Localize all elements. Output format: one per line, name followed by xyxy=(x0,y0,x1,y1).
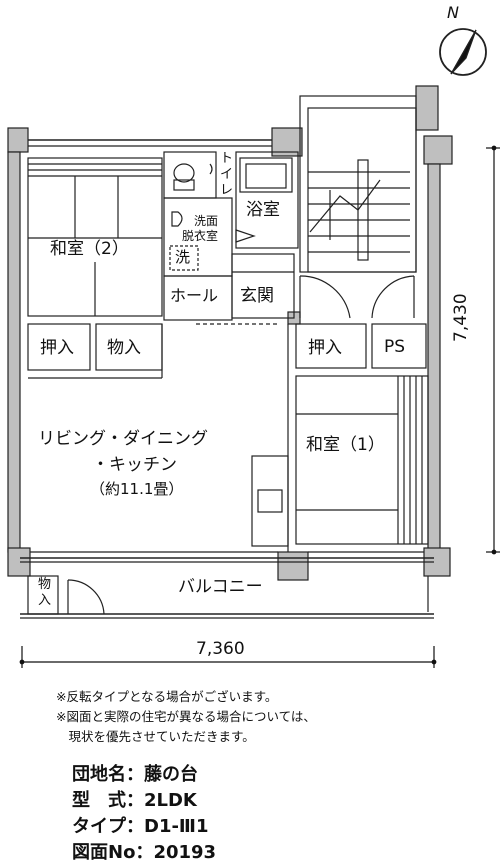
ps-label: PS xyxy=(384,337,406,357)
info-row-danchi: 団地名：藤の台 xyxy=(72,760,198,786)
balcony-label: バルコニー xyxy=(178,577,263,597)
entrance-label: 玄関 xyxy=(240,286,274,306)
dimension-lines xyxy=(19,145,500,668)
north-label: N xyxy=(447,3,459,22)
info-value: 2LDK xyxy=(144,790,197,811)
washitsu-1-label: 和室（1） xyxy=(306,435,385,455)
bathtub-icon xyxy=(235,151,299,249)
toilet-label-3: レ xyxy=(220,183,234,198)
washroom-label-2: 脱衣室 xyxy=(182,229,219,243)
washitsu-2-label: 和室（2） xyxy=(50,239,129,259)
closet-right-label: 押入 xyxy=(308,338,342,358)
closet-left-1-label: 押入 xyxy=(40,338,74,358)
info-value: D1-Ⅲ1 xyxy=(144,816,209,837)
balcony-storage-label-2: 入 xyxy=(38,593,52,608)
toilet-icon xyxy=(163,151,217,199)
washer-icon xyxy=(169,245,199,271)
compass-icon xyxy=(439,28,487,76)
stairwell xyxy=(299,95,417,273)
info-row-subtype: タイプ：D1-Ⅲ1 xyxy=(72,812,208,838)
width-dimension: 7,360 xyxy=(196,639,245,659)
info-value: 20193 xyxy=(153,842,217,863)
toilet-label-1: ト xyxy=(220,151,234,166)
balcony-outline xyxy=(20,575,434,619)
hall-label: ホール xyxy=(170,286,219,305)
note-line-3: 現状を優先させていただきます。 xyxy=(56,729,255,744)
washbasin-icon xyxy=(171,211,183,227)
ldk-label-1: リビング・ダイニング xyxy=(38,429,208,449)
bath-label: 浴室 xyxy=(246,200,280,220)
washitsu-1-floor xyxy=(295,375,429,545)
info-label: 型 式： xyxy=(72,790,144,811)
depth-dimension: 7,430 xyxy=(451,293,471,342)
washer-label: 洗 xyxy=(175,248,191,266)
washroom-label-1: 洗面 xyxy=(194,214,219,228)
ldk-label-2: ・キッチン xyxy=(92,455,177,475)
info-value: 藤の台 xyxy=(144,764,198,785)
note-line-2: ※図面と実際の住宅が異なる場合については、 xyxy=(56,709,316,724)
closet-left-2-label: 物入 xyxy=(107,338,141,358)
toilet-label-2: イ xyxy=(220,167,234,182)
door-icons xyxy=(67,275,415,615)
balcony-storage-label-1: 物 xyxy=(38,577,52,592)
info-row-drawing-no: 図面No：20193 xyxy=(72,838,216,864)
note-line-1: ※反転タイプとなる場合がございます。 xyxy=(56,689,278,704)
kitchen-counter xyxy=(251,455,289,547)
info-row-type: 型 式：2LDK xyxy=(72,786,197,812)
info-label: 団地名： xyxy=(72,764,144,785)
info-label: 図面No： xyxy=(72,842,154,863)
ldk-label-3: （約11.1畳） xyxy=(90,480,184,498)
washitsu-2-floor xyxy=(27,157,163,317)
info-label: タイプ： xyxy=(72,816,144,837)
